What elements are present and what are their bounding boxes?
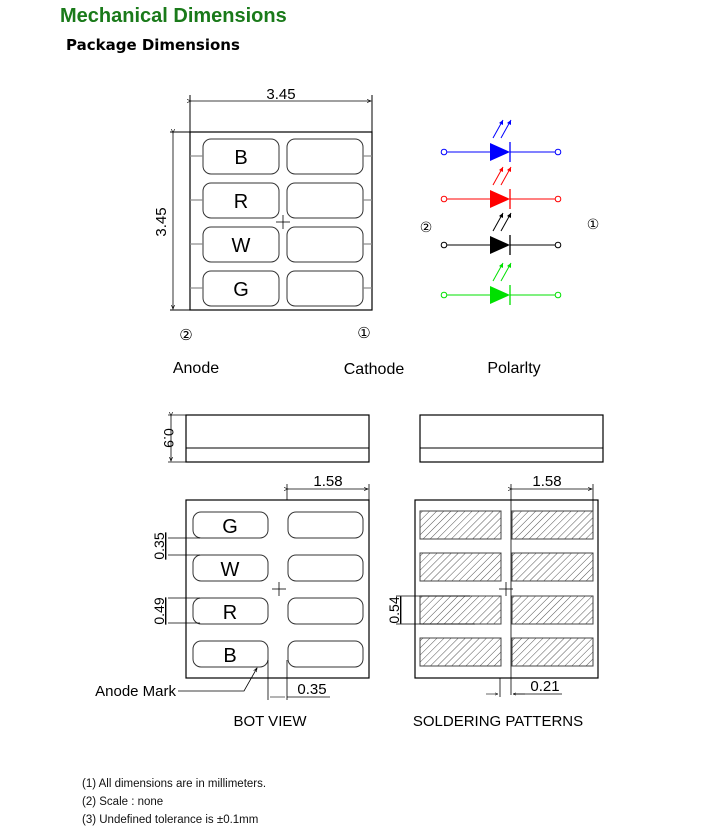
top-pad-right — [286, 270, 364, 307]
cathode-label: Cathode — [344, 361, 405, 378]
light-arrowhead — [507, 120, 511, 125]
top-height-dim: 3.45 — [153, 207, 170, 236]
polarity-anode-marker: ② — [420, 220, 433, 236]
polarity-cathode-marker: ① — [587, 217, 600, 233]
anode-mark-label: Anode Mark — [95, 683, 176, 700]
bot-pad-right — [287, 511, 364, 539]
polarity-label: Polarlty — [487, 360, 540, 377]
bot-pad-right — [287, 597, 364, 625]
cathode-terminal — [554, 195, 562, 203]
solder-pad-right — [511, 510, 594, 540]
solder-gap-dim: 0.21 — [530, 678, 559, 695]
cathode-terminal — [554, 291, 562, 299]
top-pad-right — [286, 226, 364, 263]
solder-pad-right — [511, 552, 594, 582]
diode-triangle-icon — [490, 143, 510, 161]
notes: (1) All dimensions are in millimeters. (… — [82, 775, 266, 829]
anode-terminal — [440, 291, 448, 299]
anode-terminal — [440, 241, 448, 249]
light-arrowhead — [499, 167, 503, 172]
side-view-right — [419, 414, 604, 463]
solder-pad-left — [419, 552, 502, 582]
bot-pad-right — [287, 554, 364, 582]
polarity-diagram: ② ① Polarlty — [420, 119, 600, 377]
bot-pad-right — [287, 640, 364, 668]
anode-terminal — [440, 148, 448, 156]
bot-pad-label: R — [223, 602, 237, 624]
bot-width-dim: 1.58 — [313, 473, 342, 490]
cathode-marker: ① — [357, 324, 370, 342]
soldering-title: SOLDERING PATTERNS — [413, 713, 583, 730]
note-3: (3) Undefined tolerance is ±0.1mm — [82, 814, 259, 826]
bot-pad-left — [192, 640, 269, 668]
side-view-left: 0.9 — [161, 414, 370, 463]
note-2: (2) Scale : none — [82, 796, 164, 808]
bot-pad-left — [192, 597, 269, 625]
light-arrowhead — [507, 213, 511, 218]
bot-pad-left — [192, 554, 269, 582]
top-pad-label: W — [232, 235, 251, 257]
pad-height-dim: 0.49 — [151, 597, 167, 624]
solder-pad-right — [511, 637, 594, 667]
light-arrowhead — [499, 213, 503, 218]
solder-pad-height-dim: 0.54 — [386, 596, 402, 623]
top-pad-label: R — [234, 191, 248, 213]
diode-triangle-icon — [490, 236, 510, 254]
soldering-patterns: 1.58 0.54 0.21 SOLDERING PATTERNS — [386, 473, 599, 730]
bot-pad-label: B — [223, 645, 236, 667]
top-pad-label: B — [234, 147, 247, 169]
top-pad-right — [286, 182, 364, 219]
solder-pad-left — [419, 637, 502, 667]
solder-pad-left — [419, 595, 502, 625]
light-arrowhead — [507, 263, 511, 268]
solder-outline — [414, 499, 599, 679]
pad-gap-dim: 0.35 — [151, 532, 167, 559]
diode-triangle-icon — [490, 190, 510, 208]
bot-pad-label: W — [221, 559, 240, 581]
bot-pad-label: G — [222, 516, 238, 538]
anode-label: Anode — [173, 360, 219, 377]
page-title: Mechanical Dimensions — [60, 5, 287, 27]
solder-width-dim: 1.58 — [532, 473, 561, 490]
light-arrowhead — [499, 263, 503, 268]
solder-pad-left — [419, 510, 502, 540]
led-symbol-green — [440, 262, 562, 305]
light-arrowhead — [507, 167, 511, 172]
anode-marker: ② — [179, 326, 192, 344]
bot-pad-left — [192, 511, 269, 539]
led-symbol-black — [440, 212, 562, 255]
section-subtitle: Package Dimensions — [66, 36, 240, 54]
bot-view-title: BOT VIEW — [233, 713, 307, 730]
solder-pad-right — [511, 595, 594, 625]
bot-gap-dim: 0.35 — [297, 681, 326, 698]
top-pad-label: G — [233, 279, 249, 301]
top-width-dim: 3.45 — [266, 86, 295, 103]
cathode-terminal — [554, 148, 562, 156]
thickness-dim: 0.9 — [161, 428, 177, 448]
led-symbol-red — [440, 166, 562, 209]
bot-outline — [185, 499, 370, 679]
light-arrowhead — [499, 120, 503, 125]
top-pad-right — [286, 138, 364, 175]
side-outline — [419, 414, 604, 463]
side-outline — [185, 414, 370, 463]
diode-triangle-icon — [490, 286, 510, 304]
anode-mark-leader — [178, 668, 257, 692]
package-outline — [189, 131, 373, 311]
led-symbol-blue — [440, 119, 562, 162]
cathode-terminal — [554, 241, 562, 249]
anode-terminal — [440, 195, 448, 203]
note-1: (1) All dimensions are in millimeters. — [82, 778, 267, 790]
